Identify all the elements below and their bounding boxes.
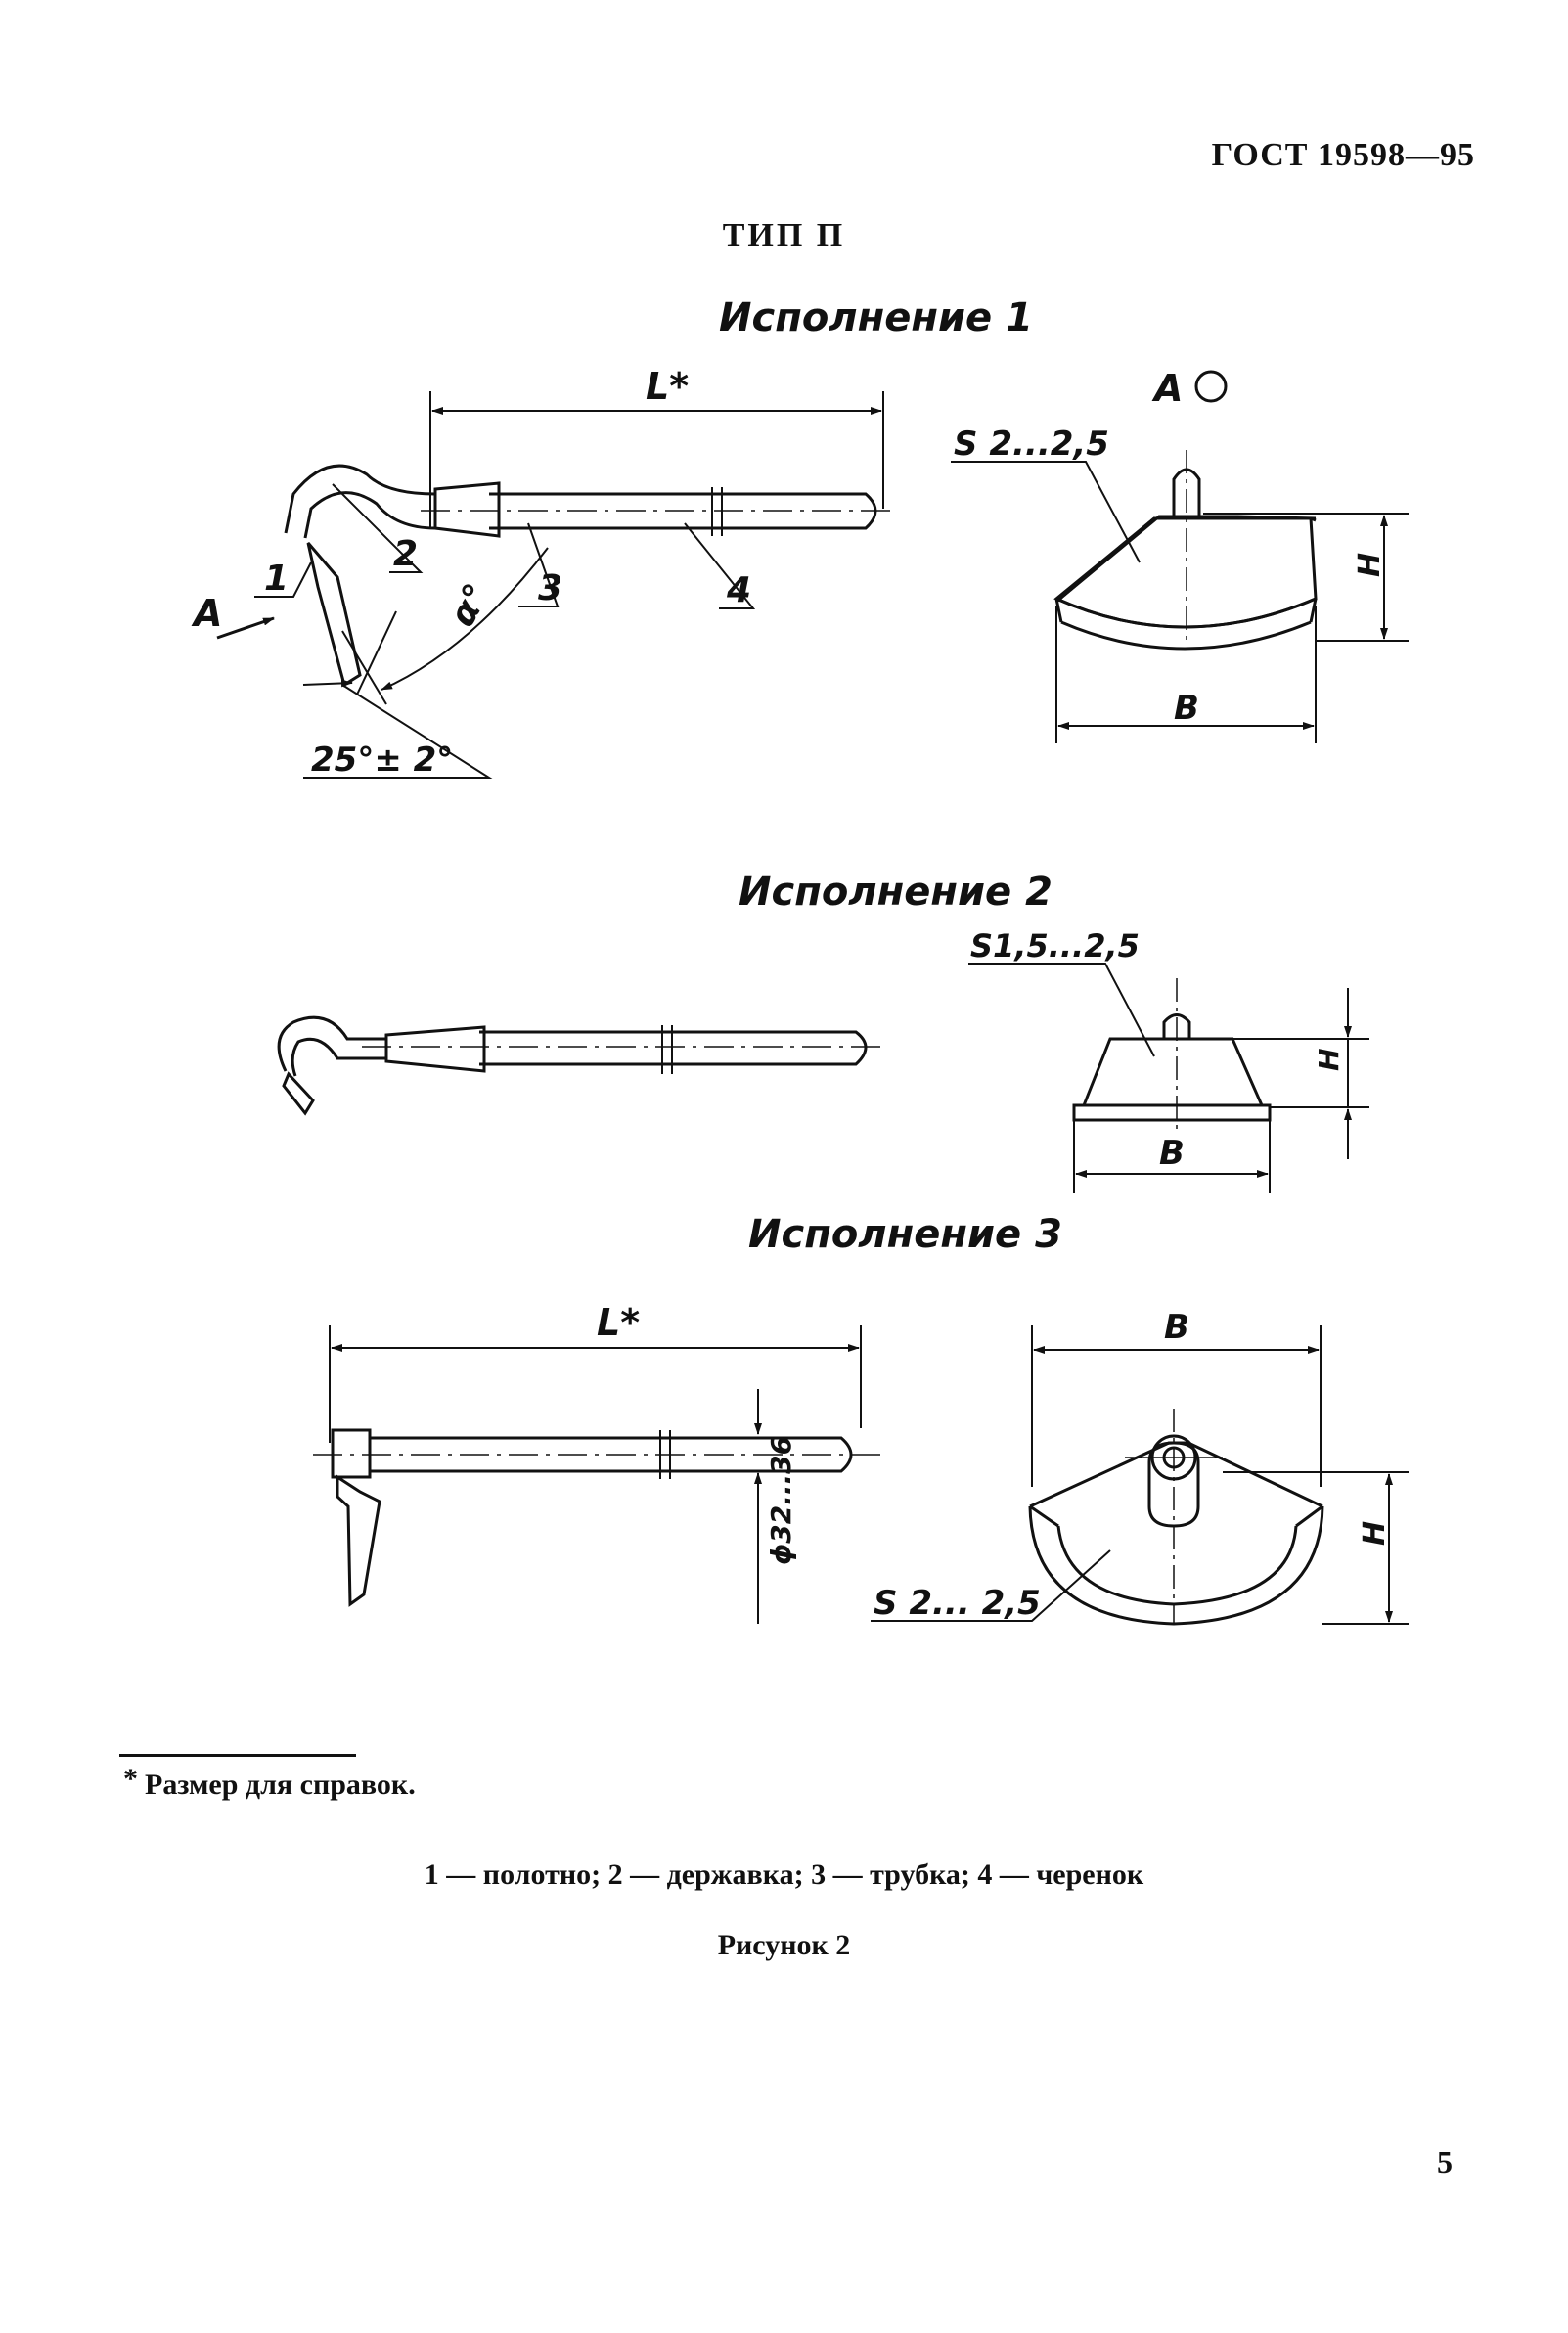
footnote-asterisk: * [123,1763,138,1795]
page-number: 5 [1437,2144,1453,2179]
dim-H-v3: H [1358,1521,1392,1546]
s-label-v3: S 2... 2,5 [874,1584,1041,1623]
alpha-label: α° [442,577,498,634]
variant-2-front-view [968,963,1369,1193]
phi-label: ϕ32...36 [765,1436,797,1565]
part-label-3: 3 [538,568,562,608]
view-arrow-label: A [191,592,222,635]
dim-H-v1: H [1353,553,1387,577]
variant-3-side-view [313,1325,880,1624]
view-a-label: A [1151,367,1183,410]
dim-B-v1: B [1174,689,1199,728]
variant-1-side-labels: L* A 1 2 3 4 α° 25°± 2° [191,365,751,780]
document-id: ГОСТ 19598—95 [1211,137,1475,173]
footnote-rule [119,1754,356,1757]
figure-caption: Рисунок 2 [717,1929,851,1961]
type-title: ТИП П [722,217,846,253]
footnote: * Размер для справок. [123,1763,416,1802]
angle-label: 25°± 2° [311,740,453,780]
variant-1-side-view [216,391,895,779]
dim-L-v1: L* [646,365,689,408]
dim-B-v2: B [1159,1134,1185,1173]
parts-legend: 1 — полотно; 2 — державка; 3 — трубка; 4… [424,1859,1144,1891]
variant-2-side-view [277,1015,885,1116]
s-label-v1: S 2...2,5 [954,425,1109,464]
s-label-v2: S1,5...2,5 [970,927,1140,965]
variant-1-view-a-labels: A S 2...2,5 H B [954,367,1387,728]
dim-H-v2: H [1313,1049,1345,1071]
variant-3-labels: L* ϕ32...36 B H S 2... 2,5 [597,1301,1392,1623]
footnote-text: Размер для справок. [145,1769,416,1801]
variant-3-front-view [871,1325,1409,1626]
variant-1-view-a [951,370,1409,743]
variant-2-title: Исполнение 2 [739,870,1053,915]
part-label-4: 4 [726,570,751,610]
variant-3-title: Исполнение 3 [748,1212,1062,1257]
part-label-1: 1 [264,559,289,599]
view-a-circle [1194,370,1228,403]
variant-2-labels: S1,5...2,5 H B [970,927,1345,1173]
dim-B-v3: B [1164,1308,1189,1347]
part-label-2: 2 [393,534,418,574]
dim-L-v3: L* [597,1301,640,1344]
variant-1-title: Исполнение 1 [719,295,1033,340]
